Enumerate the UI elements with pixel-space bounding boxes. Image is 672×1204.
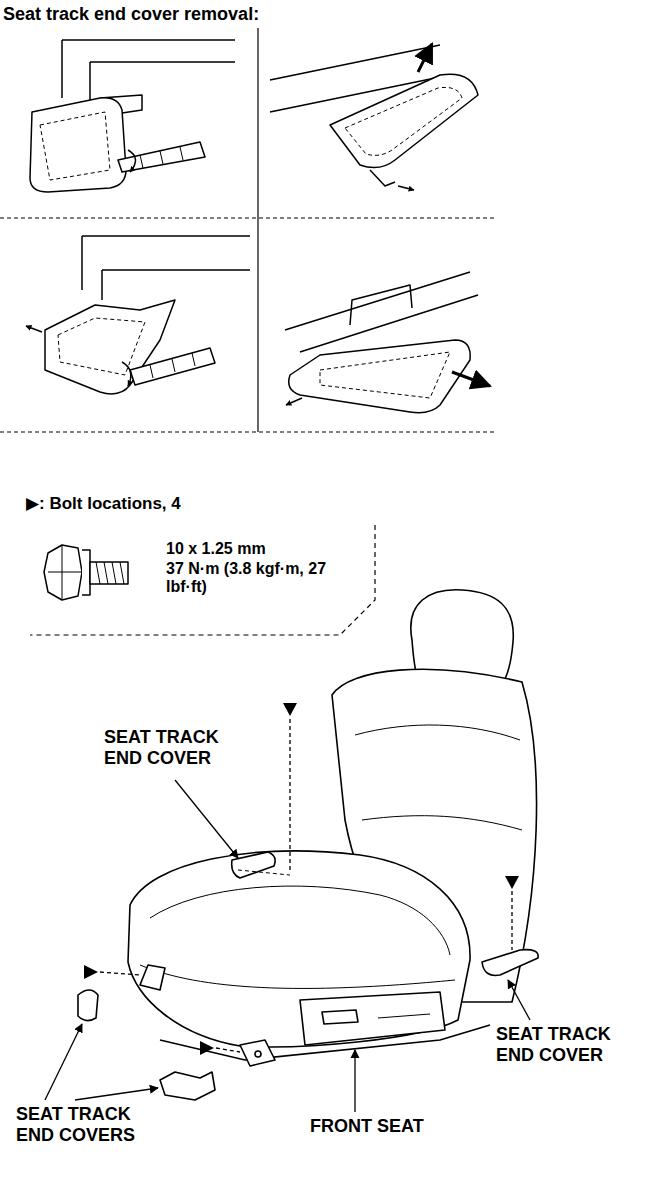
removal-step-2 <box>370 170 395 186</box>
panel-divider <box>257 28 258 432</box>
removal-step-4 <box>289 340 470 413</box>
front-seat <box>238 870 290 875</box>
removal-step-1 <box>62 40 235 100</box>
bolt-inset <box>48 545 82 600</box>
removal-step-3 <box>130 348 215 385</box>
front-seat <box>322 1010 358 1024</box>
bolt-location-marker <box>200 1041 214 1055</box>
removal-step-1 <box>128 150 136 172</box>
removal-step-2 <box>345 87 462 155</box>
removal-step-2 <box>270 44 478 190</box>
bolt-inset <box>30 525 375 635</box>
panel-divider <box>0 431 495 432</box>
bolt-location-marker <box>283 703 297 716</box>
removal-step-4 <box>286 398 302 405</box>
bolt-inset <box>96 562 124 584</box>
removal-step-4 <box>320 352 450 398</box>
front-seat <box>232 852 275 878</box>
removal-step-3 <box>122 362 131 386</box>
front-seat <box>128 851 470 1047</box>
front-seat <box>160 1025 490 1060</box>
leader-line <box>354 1050 355 1112</box>
front-seat <box>482 950 538 976</box>
bolt-location-marker <box>84 965 98 979</box>
removal-step-1 <box>30 40 235 192</box>
removal-step-1 <box>40 112 110 180</box>
legend-note: ▶: Bolt locations, 4 <box>26 494 181 514</box>
front-seat <box>300 992 445 1045</box>
leader-line <box>45 1024 82 1100</box>
bolt-location-marker <box>505 876 519 889</box>
removal-step-4 <box>350 285 412 325</box>
leader-line <box>511 891 512 950</box>
front-seat <box>240 1040 275 1066</box>
bolt-inset <box>30 525 375 635</box>
bolt-size: 10 x 1.25 mm <box>166 540 266 558</box>
front-seat <box>140 965 165 990</box>
removal-step-3 <box>26 326 42 332</box>
figure-title: Seat track end cover removal: <box>3 4 259 25</box>
removal-step-2 <box>398 186 414 190</box>
leader-line <box>508 980 530 1020</box>
removal-step-3 <box>58 318 145 375</box>
part-label: FRONT SEAT <box>310 1116 424 1137</box>
part-label: SEAT TRACK END COVER <box>496 1024 628 1065</box>
leader-line <box>175 780 238 858</box>
leader-line <box>100 972 140 975</box>
front-seat <box>78 990 98 1021</box>
front-seat <box>255 1051 261 1057</box>
bolt-location-marker <box>84 703 519 1055</box>
torque-spec: 37 N·m (3.8 kgf·m, 27 lbf·ft) <box>166 560 334 597</box>
front-seat <box>150 886 450 955</box>
removal-step-1 <box>140 147 183 168</box>
front-seat <box>78 590 538 1100</box>
removal-step-2 <box>418 44 432 72</box>
removal-step-3 <box>150 353 195 378</box>
bolt-inset <box>82 550 90 595</box>
removal-step-3 <box>82 236 250 300</box>
front-seat <box>160 1072 215 1100</box>
leader-line <box>45 719 530 1112</box>
removal-step-1 <box>118 142 205 172</box>
part-label: SEAT TRACK END COVER <box>104 727 236 768</box>
removal-step-4 <box>285 272 490 413</box>
leader-line <box>289 719 290 872</box>
removal-step-1 <box>30 98 126 192</box>
front-seat <box>378 1014 430 1018</box>
bolt-inset <box>90 562 128 584</box>
front-seat <box>355 725 522 830</box>
front-seat <box>140 965 455 988</box>
removal-step-4 <box>452 372 490 386</box>
part-label: SEAT TRACK END COVERS <box>16 1104 166 1145</box>
bolt-inset <box>44 545 82 600</box>
leader-line <box>216 1048 240 1052</box>
removal-step-2 <box>330 74 478 167</box>
panel-divider <box>0 217 495 218</box>
leader-line <box>75 1088 158 1100</box>
removal-step-3 <box>26 236 250 394</box>
panel-divider <box>0 28 495 432</box>
